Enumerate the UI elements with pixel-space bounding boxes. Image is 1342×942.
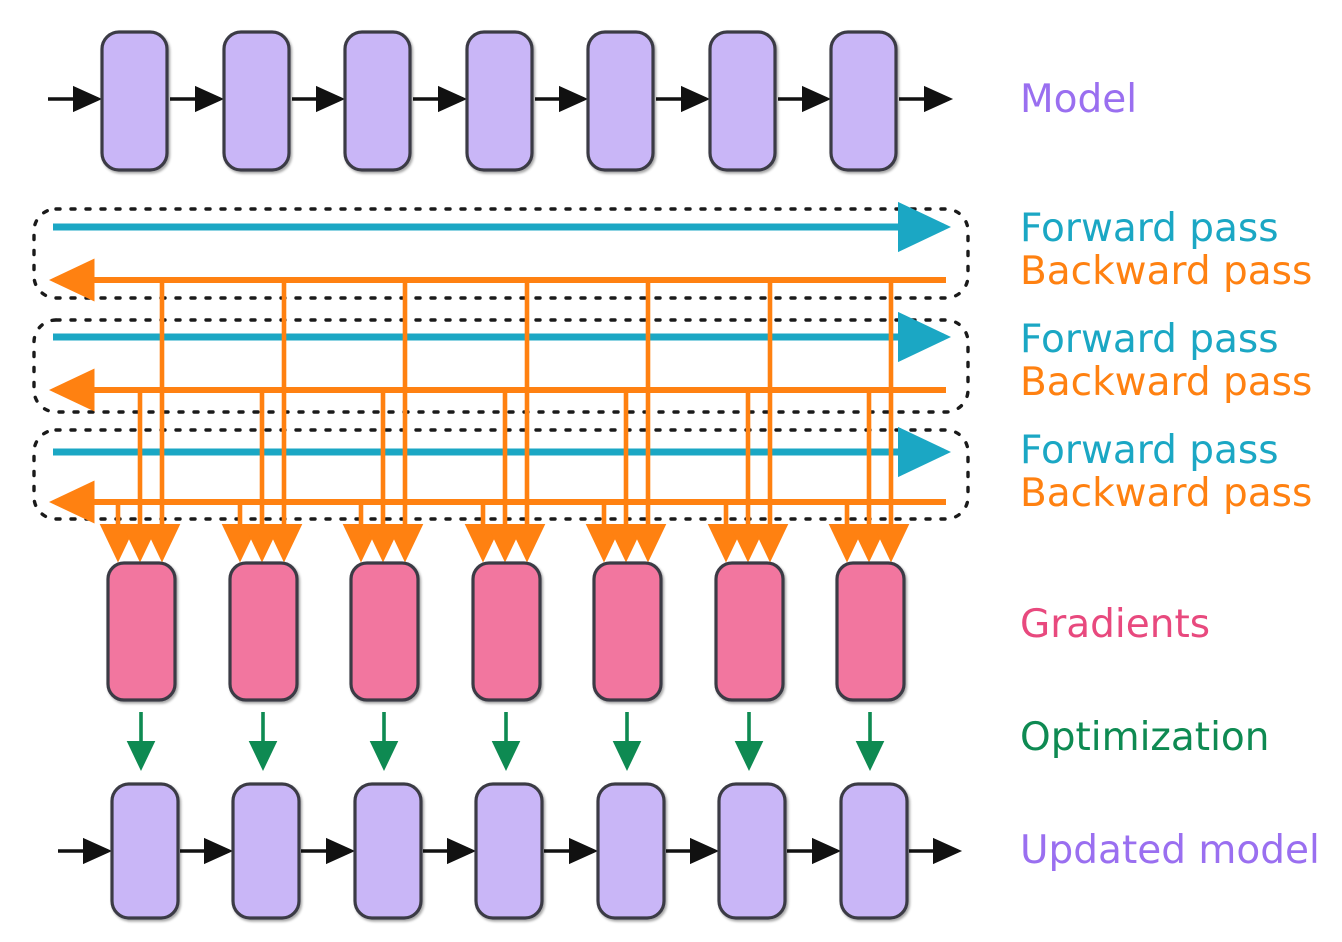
model-box xyxy=(708,30,777,172)
pass-dotted-boundary xyxy=(32,428,970,521)
model-box xyxy=(586,30,655,172)
model-box xyxy=(222,30,291,172)
pass-dotted-boundary xyxy=(32,318,970,414)
pass-group-1 xyxy=(32,201,970,302)
gradient-box xyxy=(714,561,785,702)
gradient-box xyxy=(228,561,299,702)
label-optimization: Optimization xyxy=(1020,715,1270,760)
updated-model-box xyxy=(839,782,909,920)
updated-model-box xyxy=(596,782,666,920)
gradient-box xyxy=(471,561,542,702)
model-box xyxy=(829,30,898,172)
gradient-box xyxy=(835,561,906,702)
label-forward-pass-3: Forward pass xyxy=(1020,428,1279,473)
label-gradients: Gradients xyxy=(1020,602,1211,647)
updated-model-box xyxy=(353,782,423,920)
updated-model-boxes xyxy=(110,782,909,920)
label-backward-pass-3: Backward pass xyxy=(1020,471,1313,516)
gradient-box xyxy=(592,561,663,702)
optimization-arrows xyxy=(126,712,885,772)
updated-model-box xyxy=(717,782,787,920)
label-forward-pass-2: Forward pass xyxy=(1020,317,1279,362)
gradient-box xyxy=(349,561,420,702)
model-box xyxy=(465,30,534,172)
gradient-drop-lines xyxy=(99,280,910,563)
gradient-row xyxy=(106,561,906,702)
label-forward-pass-1: Forward pass xyxy=(1020,206,1279,251)
label-updated-model: Updated model xyxy=(1020,828,1320,873)
model-box xyxy=(343,30,412,172)
updated-model-row xyxy=(58,782,963,920)
model-box xyxy=(100,30,169,172)
pass-dotted-boundary xyxy=(32,207,970,300)
model-boxes xyxy=(100,30,898,172)
updated-model-box xyxy=(474,782,544,920)
label-model: Model xyxy=(1020,77,1138,122)
updated-model-box xyxy=(110,782,180,920)
pass-group-2 xyxy=(32,311,970,414)
updated-model-box xyxy=(231,782,301,920)
model-row xyxy=(48,30,954,172)
label-backward-pass-1: Backward pass xyxy=(1020,249,1313,294)
pass-group-3 xyxy=(32,426,970,524)
gradient-box xyxy=(106,561,177,702)
label-backward-pass-2: Backward pass xyxy=(1020,360,1313,405)
